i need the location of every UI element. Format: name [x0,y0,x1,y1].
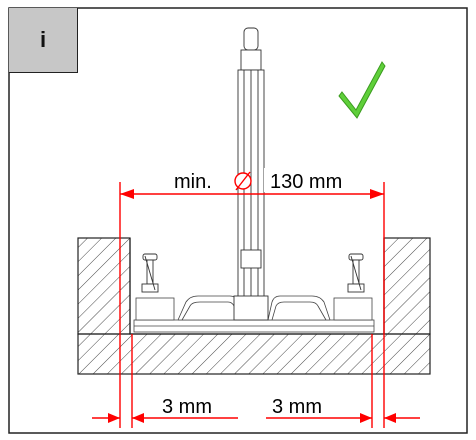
info-icon: i [9,8,78,73]
diameter-label-bg [264,168,370,192]
min-label: min. [174,171,212,193]
gap-left-label: 3 mm [162,396,212,418]
info-badge-label: i [39,27,47,52]
diameter-slash [235,171,251,191]
diameter-value-label: 130 mm [270,171,342,193]
left-wall [77,237,131,335]
checkmark-icon [338,61,386,119]
right-bolt [347,253,365,293]
min-label-bg [168,168,230,192]
right-wall [383,237,431,335]
floor-slab [77,333,431,375]
outer-frame [8,7,468,434]
left-bolt [141,253,159,293]
device-base [133,295,375,333]
gap-right-label: 3 mm [272,396,322,418]
central-column [233,27,269,321]
dimension-lines [92,182,420,428]
